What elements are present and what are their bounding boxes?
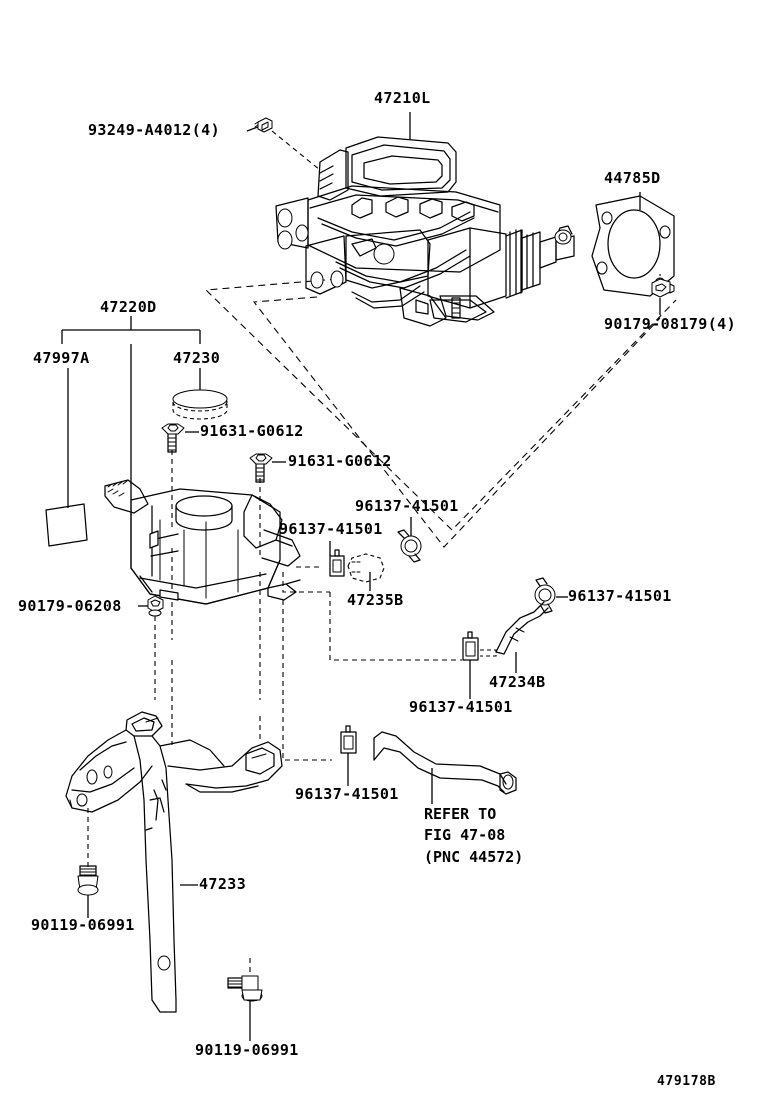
- label-bracket: 47233: [199, 875, 247, 893]
- brake-bracket-47233: [65, 711, 283, 1013]
- label-clamp-d: 96137-41501: [409, 698, 513, 716]
- label-gasket: 44785D: [604, 169, 661, 187]
- label-reservoir-tag: 47997A: [33, 349, 90, 367]
- label-gasket-nut: 90179-08179(4): [604, 315, 737, 333]
- label-reservoir-group: 47220D: [100, 298, 157, 316]
- hose-47234b: [480, 601, 549, 657]
- label-reservoir-bolt-2: 91631-G0612: [288, 452, 392, 470]
- hose-clamp-96137-c: [534, 577, 556, 614]
- label-bracket-nut: 90179-06208: [18, 597, 122, 615]
- hose-clamp-96137-a: [397, 529, 422, 563]
- label-clamp-a: 96137-41501: [355, 497, 459, 515]
- figure-code: 479178B: [657, 1074, 716, 1089]
- hose-clamp-96137-d: [462, 631, 479, 661]
- label-booster-bolt: 93249-A4012(4): [88, 121, 221, 139]
- brake-booster-assembly: [275, 136, 575, 327]
- reservoir-label-tag-47997a: [45, 503, 88, 547]
- gasket-nut-90179-08179: [651, 278, 675, 298]
- label-bracket-bolt-2: 90119-06991: [195, 1041, 299, 1059]
- reservoir-bolt-91631-1: [161, 423, 185, 453]
- label-reservoir-cap: 47230: [173, 349, 221, 367]
- label-clamp-e: 96137-41501: [295, 785, 399, 803]
- hose-clamp-96137-b: [329, 549, 345, 577]
- hose-clamp-96137-e: [340, 725, 357, 754]
- reference-hose-44572: [373, 731, 517, 795]
- reference-note-line1: REFER TO: [424, 805, 497, 823]
- booster-bolt-93249: [254, 117, 273, 133]
- reservoir-bolt-91631-2: [249, 453, 273, 483]
- reference-note-line3: (PNC 44572): [424, 847, 524, 866]
- label-booster-assy: 47210L: [374, 89, 431, 107]
- reservoir-cap-47230: [172, 389, 228, 420]
- reservoir-tank-47220d: [104, 479, 301, 605]
- label-reservoir-bolt-1: 91631-G0612: [200, 422, 304, 440]
- label-bracket-bolt-1: 90119-06991: [31, 916, 135, 934]
- bracket-nut-90179-06208: [147, 595, 164, 617]
- bracket-bolt-90119-upper: [77, 865, 99, 896]
- reference-note-line2: FIG 47-08: [424, 826, 506, 845]
- label-clamp-b: 96137-41501: [279, 520, 383, 538]
- label-hose-47234b: 47234B: [489, 673, 546, 691]
- label-clamp-c: 96137-41501: [568, 587, 672, 605]
- bracket-bolt-90119-lower: [227, 975, 263, 1002]
- label-hose-47235b: 47235B: [347, 591, 404, 609]
- reference-note: REFER TO FIG 47-08 (PNC 44572): [424, 804, 523, 868]
- hose-47235b: [347, 553, 385, 583]
